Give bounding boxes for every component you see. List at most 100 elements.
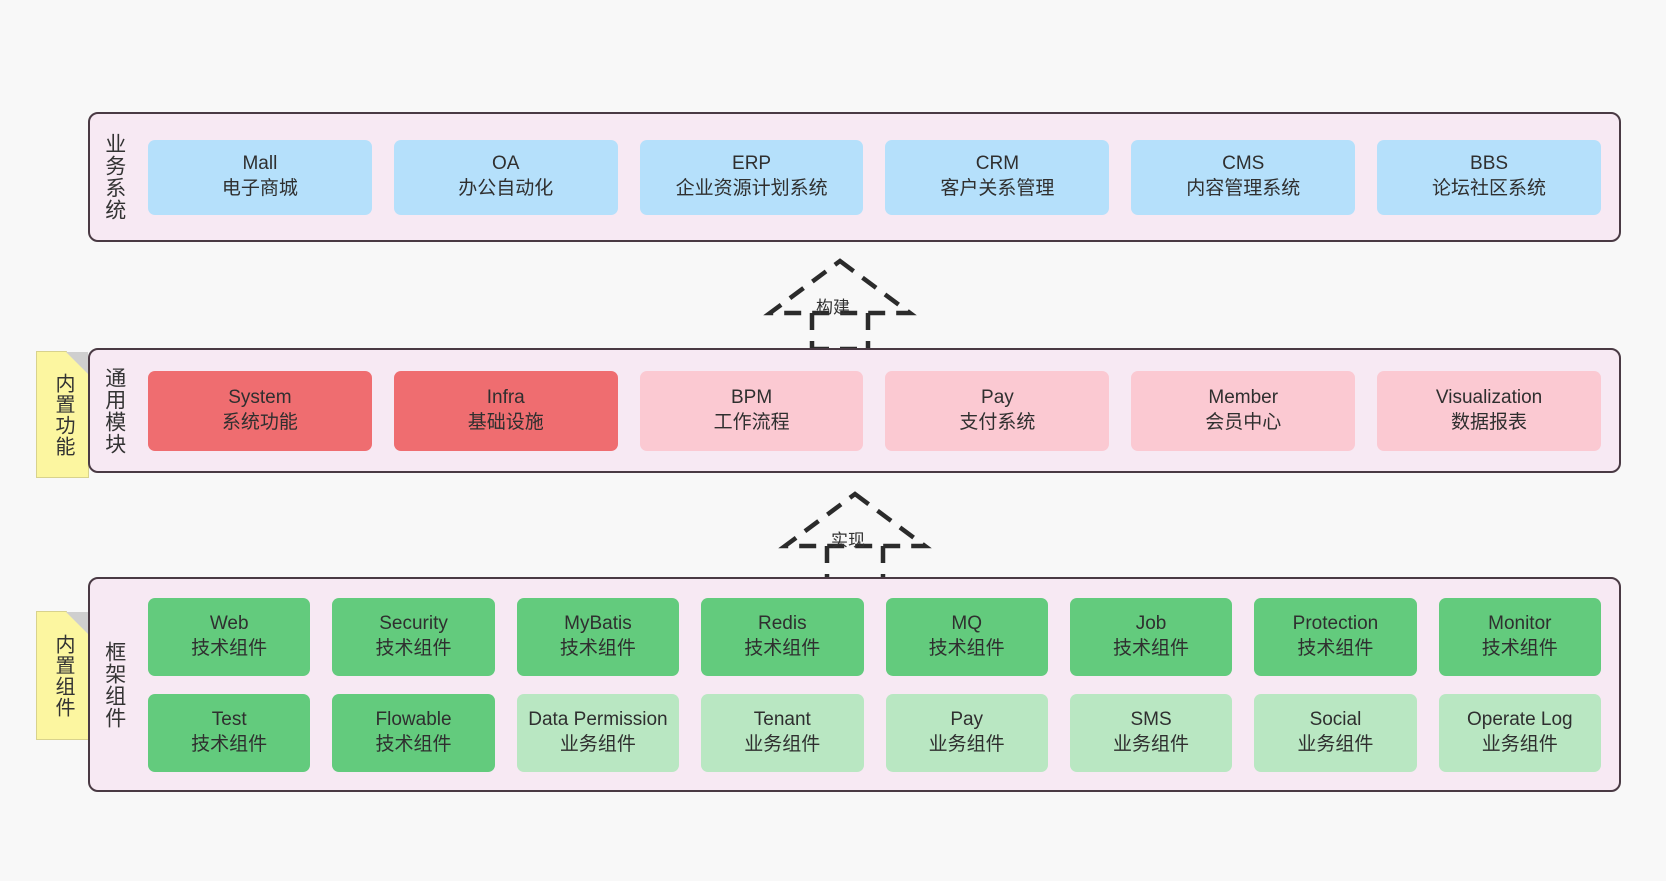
node-operate-log-en: Operate Log (1466, 708, 1573, 730)
node-infra-cn: 基础设施 (467, 411, 544, 433)
node-mq-en: MQ (951, 612, 982, 634)
node-infra[interactable]: Infra 基础设施 (393, 370, 618, 451)
node-operate-log-cn: 业务组件 (1481, 733, 1558, 755)
layer-body-modules: System 系统功能 Infra 基础设施 BPM 工作流程 Pay 支付系统… (138, 350, 1619, 471)
node-data-permission-en: Data Permission (528, 708, 668, 730)
layer-common-modules: 通用模块 System 系统功能 Infra 基础设施 BPM 工作流程 Pay… (88, 348, 1621, 473)
connector-implement-label: 实现 (831, 531, 865, 550)
node-sms[interactable]: SMS 业务组件 (1069, 693, 1233, 772)
layer-modules-row: System 系统功能 Infra 基础设施 BPM 工作流程 Pay 支付系统… (148, 370, 1601, 451)
node-oa-en: OA (492, 153, 520, 175)
node-pay-module-cn: 支付系统 (959, 411, 1036, 433)
node-flowable[interactable]: Flowable 技术组件 (332, 693, 495, 772)
node-crm-en: CRM (975, 153, 1020, 175)
node-pay-component[interactable]: Pay 业务组件 (885, 693, 1048, 772)
note-builtin-function-label: 内置功能 (52, 372, 74, 457)
node-tenant-en: Tenant (753, 708, 811, 730)
node-security[interactable]: Security 技术组件 (332, 597, 495, 676)
node-cms[interactable]: CMS 内容管理系统 (1131, 139, 1356, 215)
node-redis[interactable]: Redis 技术组件 (701, 597, 864, 676)
node-pay-component-cn: 业务组件 (928, 733, 1005, 755)
node-redis-cn: 技术组件 (744, 637, 821, 659)
node-monitor[interactable]: Monitor 技术组件 (1438, 597, 1601, 676)
layer-title-framework: 框架组件 (102, 640, 126, 729)
note-builtin-component: 内置组件 (36, 611, 89, 740)
layer-body-business: Mall 电子商城 OA 办公自动化 ERP 企业资源计划系统 CRM 客户关系… (138, 114, 1619, 240)
node-member-cn: 会员中心 (1205, 411, 1282, 433)
connector-build-label: 构建 (816, 298, 850, 317)
node-mall-en: Mall (242, 153, 278, 175)
node-oa[interactable]: OA 办公自动化 (393, 139, 618, 215)
node-bbs-cn: 论坛社区系统 (1432, 178, 1547, 199)
node-crm[interactable]: CRM 客户关系管理 (885, 139, 1110, 215)
layer-framework-row-tech: Web 技术组件 Security 技术组件 MyBatis 技术组件 Redi… (148, 597, 1601, 676)
node-web-en: Web (209, 612, 249, 634)
node-job-en: Job (1135, 612, 1167, 634)
node-erp[interactable]: ERP 企业资源计划系统 (639, 139, 864, 215)
node-bpm[interactable]: BPM 工作流程 (639, 370, 864, 451)
node-protection-en: Protection (1292, 612, 1379, 634)
node-operate-log[interactable]: Operate Log 业务组件 (1438, 693, 1601, 772)
node-monitor-en: Monitor (1488, 612, 1552, 634)
node-mall[interactable]: Mall 电子商城 (148, 139, 372, 215)
node-oa-cn: 办公自动化 (458, 178, 554, 199)
node-social[interactable]: Social 业务组件 (1254, 693, 1417, 772)
node-tenant[interactable]: Tenant 业务组件 (701, 693, 864, 772)
node-sms-en: SMS (1130, 708, 1172, 730)
node-security-cn: 技术组件 (375, 637, 452, 659)
node-crm-cn: 客户关系管理 (940, 178, 1055, 199)
layer-framework-row-biz: Test 技术组件 Flowable 技术组件 Data Permission … (148, 693, 1601, 772)
node-mq[interactable]: MQ 技术组件 (885, 597, 1048, 676)
node-test-cn: 技术组件 (191, 733, 268, 755)
node-visualization[interactable]: Visualization 数据报表 (1377, 370, 1601, 451)
node-mall-cn: 电子商城 (221, 178, 298, 199)
node-data-permission-cn: 业务组件 (559, 733, 636, 755)
layer-business-row: Mall 电子商城 OA 办公自动化 ERP 企业资源计划系统 CRM 客户关系… (148, 139, 1601, 215)
node-bpm-cn: 工作流程 (713, 411, 790, 433)
node-job[interactable]: Job 技术组件 (1069, 597, 1233, 676)
node-mybatis[interactable]: MyBatis 技术组件 (516, 597, 680, 676)
node-member-en: Member (1208, 386, 1279, 408)
node-monitor-cn: 技术组件 (1481, 637, 1558, 659)
layer-title-modules: 通用模块 (102, 366, 126, 455)
node-web-cn: 技术组件 (191, 637, 268, 659)
node-sms-cn: 业务组件 (1113, 733, 1190, 755)
node-redis-en: Redis (758, 612, 807, 634)
node-web[interactable]: Web 技术组件 (148, 597, 311, 676)
node-job-cn: 技术组件 (1113, 637, 1190, 659)
node-mybatis-cn: 技术组件 (559, 637, 636, 659)
node-flowable-cn: 技术组件 (375, 733, 452, 755)
node-pay-component-en: Pay (950, 708, 984, 730)
node-data-permission[interactable]: Data Permission 业务组件 (516, 693, 680, 772)
layer-body-framework: Web 技术组件 Security 技术组件 MyBatis 技术组件 Redi… (138, 579, 1619, 790)
node-protection-cn: 技术组件 (1297, 637, 1374, 659)
node-cms-cn: 内容管理系统 (1186, 178, 1301, 199)
node-social-cn: 业务组件 (1297, 733, 1374, 755)
node-test[interactable]: Test 技术组件 (148, 693, 311, 772)
layer-business-systems: 业务系统 Mall 电子商城 OA 办公自动化 ERP 企业资源计划系统 CRM… (88, 112, 1621, 242)
node-bbs[interactable]: BBS 论坛社区系统 (1377, 139, 1601, 215)
node-visualization-en: Visualization (1435, 386, 1543, 408)
node-erp-en: ERP (732, 153, 772, 175)
node-cms-en: CMS (1222, 153, 1265, 175)
node-mybatis-en: MyBatis (564, 612, 632, 634)
node-pay-module[interactable]: Pay 支付系统 (885, 370, 1110, 451)
node-social-en: Social (1309, 708, 1362, 730)
note-builtin-function: 内置功能 (36, 351, 89, 478)
node-test-en: Test (211, 708, 247, 730)
node-flowable-en: Flowable (375, 708, 452, 730)
node-member[interactable]: Member 会员中心 (1131, 370, 1356, 451)
node-system-cn: 系统功能 (221, 411, 298, 433)
node-infra-en: Infra (486, 386, 525, 408)
node-bpm-en: BPM (730, 386, 773, 408)
layer-title-business: 业务系统 (102, 133, 126, 221)
connector-build-arrow: 构建 (760, 257, 920, 352)
node-erp-cn: 企业资源计划系统 (675, 178, 828, 199)
node-system[interactable]: System 系统功能 (148, 370, 372, 451)
node-bbs-en: BBS (1470, 153, 1509, 175)
node-protection[interactable]: Protection 技术组件 (1254, 597, 1417, 676)
node-mq-cn: 技术组件 (928, 637, 1005, 659)
node-security-en: Security (379, 612, 448, 634)
node-tenant-cn: 业务组件 (744, 733, 821, 755)
